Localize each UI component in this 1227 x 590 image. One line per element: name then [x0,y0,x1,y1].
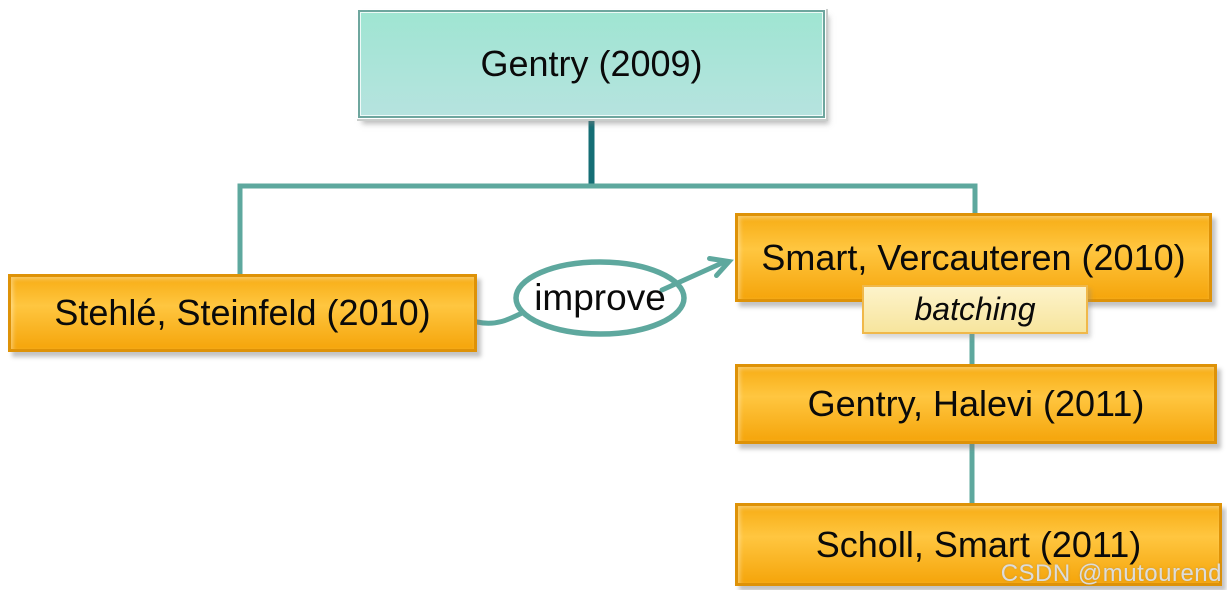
note-label: batching [914,291,1036,327]
node-scholl-smart-2011: Scholl, Smart (2011) [735,503,1222,586]
node-gentry-halevi-2011: Gentry, Halevi (2011) [735,364,1217,444]
node-stehle-steinfeld-2010: Stehlé, Steinfeld (2010) [8,274,477,352]
connector-branch [237,183,978,279]
connector-improve-smart [659,260,725,293]
connector-stehle-improve [474,309,527,326]
note-batching: batching [862,285,1088,334]
watermark: CSDN @mutourend [1000,560,1222,587]
arrowhead-icon [707,256,734,278]
node-label: Stehlé, Steinfeld (2010) [54,292,431,333]
node-label: Gentry, Halevi (2011) [807,383,1145,424]
improve-ellipse [513,259,687,337]
edge-label-text: improve [534,277,666,318]
node-label: Smart, Vercauteren (2010) [761,236,1186,278]
node-label: Gentry (2009) [480,43,703,84]
node-gentry-2009: Gentry (2009) [358,10,825,118]
edge-label-improve: improve [516,263,684,333]
node-label: Scholl, Smart (2011) [815,523,1142,565]
